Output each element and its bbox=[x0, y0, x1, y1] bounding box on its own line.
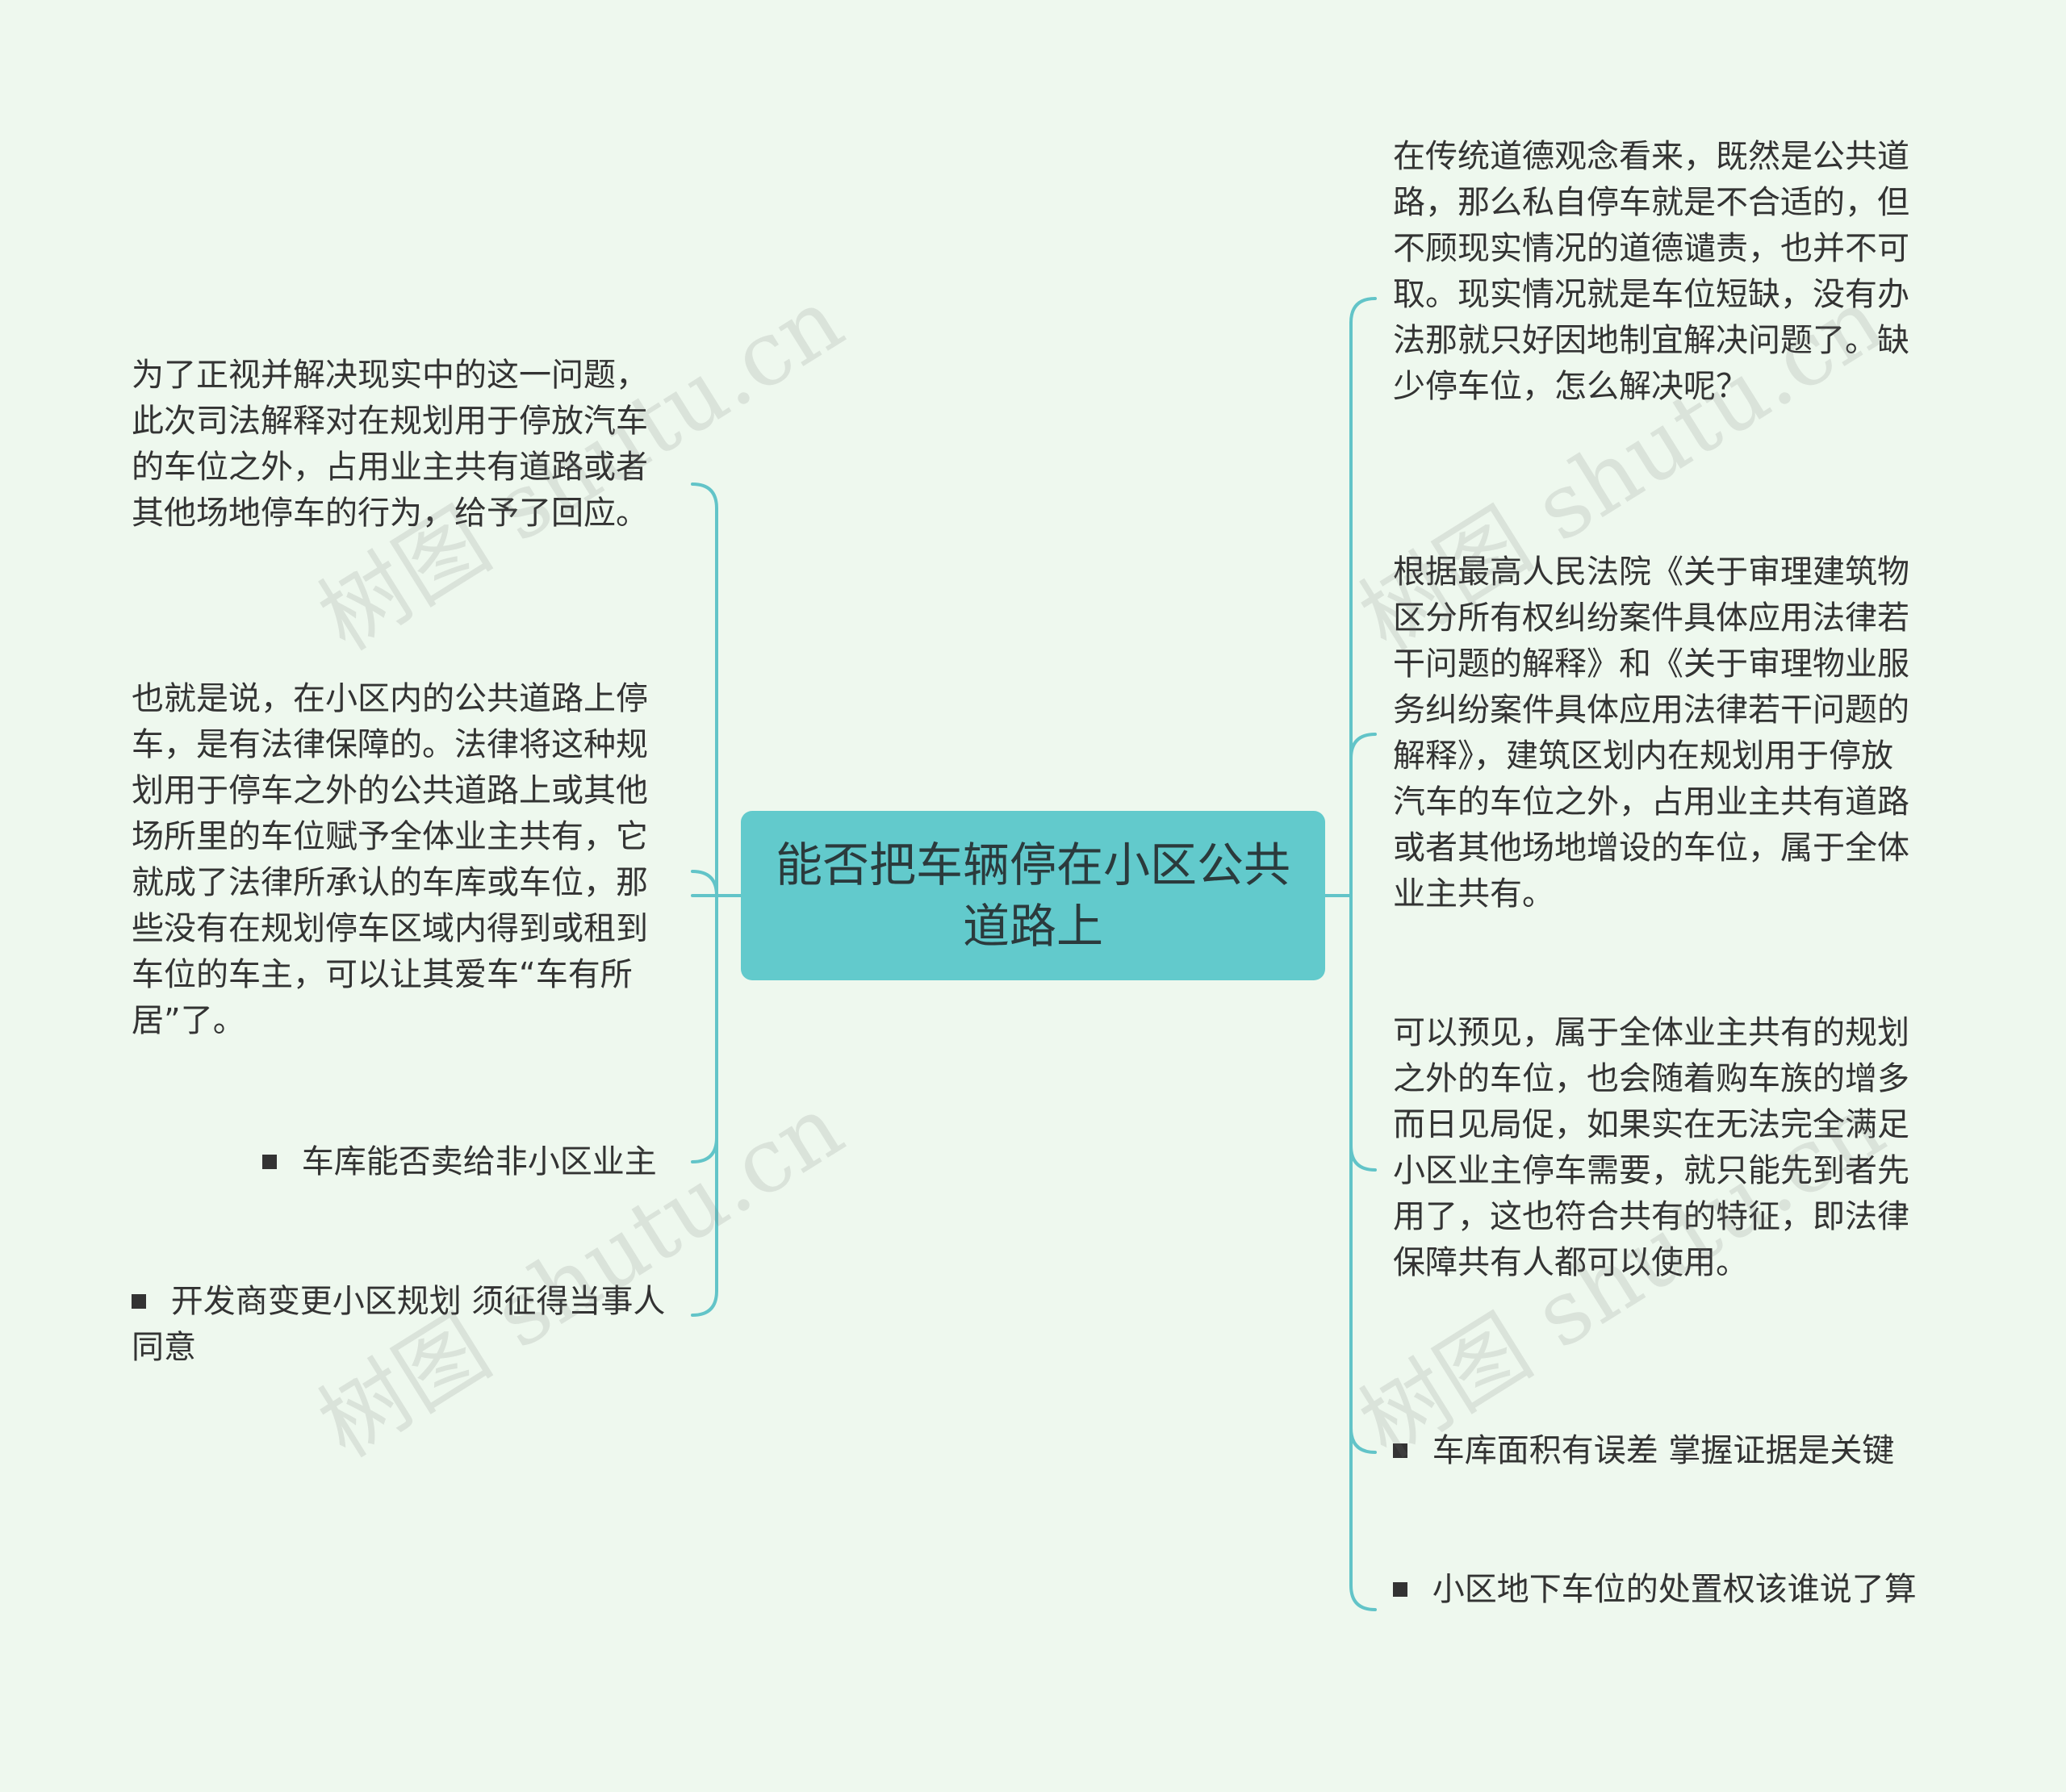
left-node-4[interactable]: 开发商变更小区规划 须征得当事人同意 bbox=[132, 1279, 672, 1371]
left-node-4-text: 开发商变更小区规划 须征得当事人同意 bbox=[132, 1283, 666, 1366]
left-node-3[interactable]: 车库能否卖给非小区业主 bbox=[262, 1139, 682, 1185]
right-node-1-text: 在传统道德观念看来，既然是公共道路，那么私自停车就是不合适的，但不顾现实情况的道… bbox=[1393, 138, 1909, 405]
left-node-3-text: 车库能否卖给非小区业主 bbox=[301, 1143, 657, 1180]
left-node-1-text: 为了正视并解决现实中的这一问题，此次司法解释对在规划用于停放汽车的车位之外，占用… bbox=[132, 357, 648, 532]
central-topic-label: 能否把车辆停在小区公共道路上 bbox=[775, 838, 1290, 954]
right-node-2[interactable]: 根据最高人民法院《关于审理建筑物区分所有权纠纷案件具体应用法律若干问题的解释》和… bbox=[1393, 549, 1918, 917]
left-node-1[interactable]: 为了正视并解决现实中的这一问题，此次司法解释对在规划用于停放汽车的车位之外，占用… bbox=[132, 353, 656, 537]
central-topic[interactable]: 能否把车辆停在小区公共道路上 bbox=[741, 811, 1325, 980]
right-node-1[interactable]: 在传统道德观念看来，既然是公共道路，那么私自停车就是不合适的，但不顾现实情况的道… bbox=[1393, 134, 1918, 410]
left-node-2-text: 也就是说，在小区内的公共道路上停车，是有法律保障的。法律将这种规划用于停车之外的… bbox=[132, 680, 648, 1039]
right-node-3[interactable]: 可以预见，属于全体业主共有的规划之外的车位，也会随着购车族的增多而日见局促，如果… bbox=[1393, 1010, 1918, 1286]
right-node-2-text: 根据最高人民法院《关于审理建筑物区分所有权纠纷案件具体应用法律若干问题的解释》和… bbox=[1393, 553, 1909, 913]
right-node-4-text: 车库面积有误差 掌握证据是关键 bbox=[1432, 1432, 1895, 1469]
right-node-4[interactable]: 车库面积有误差 掌握证据是关键 bbox=[1393, 1428, 1958, 1474]
right-node-3-text: 可以预见，属于全体业主共有的规划之外的车位，也会随着购车族的增多而日见局促，如果… bbox=[1393, 1014, 1909, 1281]
left-node-2[interactable]: 也就是说，在小区内的公共道路上停车，是有法律保障的。法律将这种规划用于停车之外的… bbox=[132, 676, 656, 1044]
right-node-5[interactable]: 小区地下车位的处置权该谁说了算 bbox=[1393, 1567, 1926, 1613]
right-node-5-text: 小区地下车位的处置权该谁说了算 bbox=[1432, 1571, 1917, 1608]
